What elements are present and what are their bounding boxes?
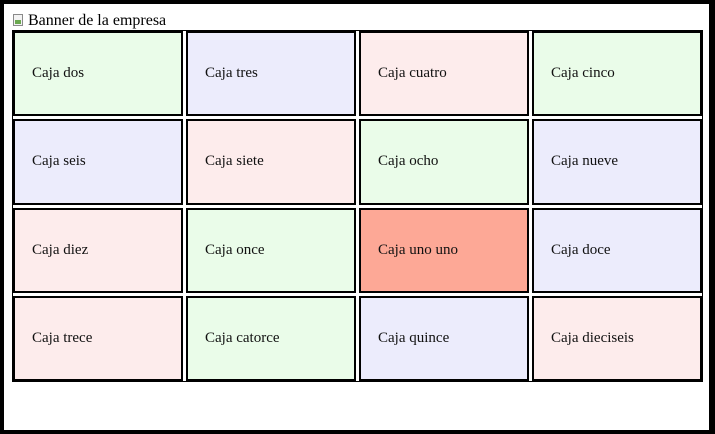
box-label: Caja siete	[205, 153, 264, 170]
box-label: Caja nueve	[551, 153, 619, 170]
box-cell: Caja diez	[13, 207, 183, 293]
box-grid: Caja dos Caja tres Caja cuatro Caja cinc…	[13, 31, 702, 381]
box-cell: Caja cuatro	[359, 31, 529, 117]
box-cell: Caja dos	[13, 31, 183, 117]
box-label: Caja ocho	[378, 153, 439, 170]
box-cell: Caja doce	[532, 207, 702, 293]
box-cell: Caja seis	[13, 119, 183, 205]
broken-image-icon	[12, 13, 26, 29]
box-cell: Caja tres	[186, 31, 356, 117]
company-banner: Banner de la empresa	[12, 12, 166, 30]
box-label: Caja cinco	[551, 65, 615, 82]
box-label: Caja quince	[378, 329, 450, 346]
page-frame: Banner de la empresa Caja dos Caja tres …	[4, 4, 709, 430]
box-label: Caja dos	[32, 65, 85, 82]
box-label: Caja trece	[32, 329, 93, 346]
box-cell: Caja quince	[359, 295, 529, 381]
box-label: Caja doce	[551, 241, 611, 258]
box-cell: Caja nueve	[532, 119, 702, 205]
box-label: Caja cuatro	[378, 65, 447, 82]
box-cell: Caja ocho	[359, 119, 529, 205]
box-cell: Caja catorce	[186, 295, 356, 381]
box-cell-highlighted: Caja uno uno	[359, 207, 529, 293]
box-label: Caja seis	[32, 153, 86, 170]
box-cell: Caja cinco	[532, 31, 702, 117]
box-label: Caja diez	[32, 241, 89, 258]
box-cell: Caja trece	[13, 295, 183, 381]
box-label: Caja uno uno	[378, 241, 458, 258]
box-label: Caja dieciseis	[551, 329, 634, 346]
box-cell: Caja once	[186, 207, 356, 293]
banner-alt-text: Banner de la empresa	[28, 12, 167, 29]
box-label: Caja catorce	[205, 329, 280, 346]
box-label: Caja tres	[205, 65, 258, 82]
box-label: Caja once	[205, 241, 265, 258]
box-grid-container: Caja dos Caja tres Caja cuatro Caja cinc…	[12, 30, 703, 382]
box-cell: Caja dieciseis	[532, 295, 702, 381]
box-cell: Caja siete	[186, 119, 356, 205]
